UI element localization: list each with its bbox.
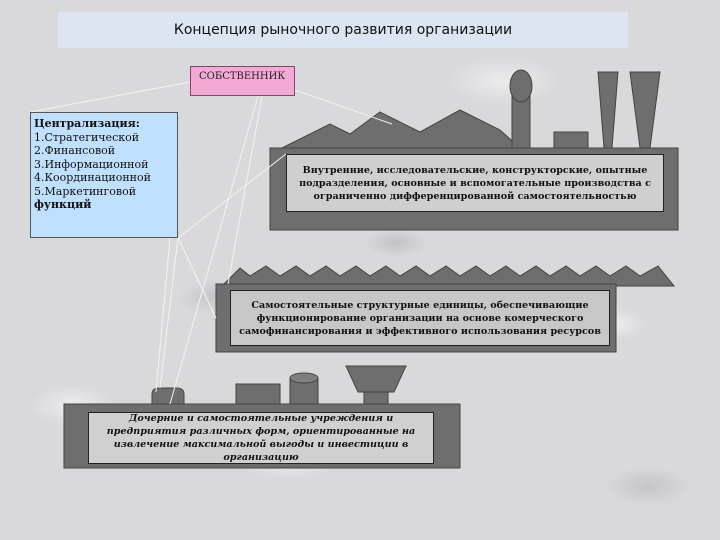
connector-central-bottom-b	[159, 237, 179, 389]
connector-central-top	[177, 153, 287, 239]
chimney-tall-top	[509, 69, 533, 103]
structural-units-text: Самостоятельные структурные единицы, обе…	[239, 299, 601, 337]
connector-central-middle	[177, 237, 217, 319]
factory-roof-middle	[220, 265, 676, 287]
connector-lines	[29, 81, 393, 405]
chimney-funnel-left	[597, 71, 619, 149]
subsidiaries-text: Дочерние и самостоятельные учреждения и …	[106, 413, 416, 463]
internal-units-label: Внутренние, исследовательские, конструкт…	[286, 154, 664, 212]
structural-units-label: Самостоятельные структурные единицы, обе…	[230, 290, 610, 346]
factory-building-rounded	[151, 387, 185, 405]
connector-central-bottom-a	[155, 237, 171, 393]
subsidiaries-label: Дочерние и самостоятельные учреждения и …	[88, 412, 434, 464]
chimney-funnel-right	[629, 71, 661, 149]
factory-roof-top	[281, 109, 522, 149]
centralization-item: 5.Маркетинговой	[34, 184, 137, 198]
title-text: Концепция рыночного развития организации	[173, 22, 513, 38]
connector-owner-central	[29, 81, 191, 113]
connector-owner-middle	[227, 95, 263, 285]
page-title: Концепция рыночного развития организации	[58, 12, 628, 48]
tank-top	[289, 372, 319, 384]
hopper-base	[363, 391, 389, 405]
centralization-box: Централизация: 1.Стратегической 2.Финанс…	[30, 112, 178, 238]
factory-building-flat	[235, 383, 281, 405]
centralization-item: 4.Координационной	[34, 171, 151, 184]
owner-box: СОБСТВЕННИК	[190, 66, 295, 96]
connector-owner-top	[294, 89, 393, 125]
connector-owner-bottom	[169, 95, 259, 405]
internal-units-text: Внутренние, исследовательские, конструкт…	[299, 164, 651, 202]
centralization-heading: Централизация:	[34, 117, 140, 130]
centralization-item: 3.Информационной	[34, 157, 149, 171]
owner-label: СОБСТВЕННИК	[199, 71, 286, 82]
centralization-item: 2.Финансовой	[34, 144, 116, 157]
factory-block-small	[553, 131, 589, 149]
centralization-item: функций	[34, 198, 92, 211]
hopper	[345, 365, 407, 393]
centralization-item: 1.Стратегической	[34, 130, 140, 144]
